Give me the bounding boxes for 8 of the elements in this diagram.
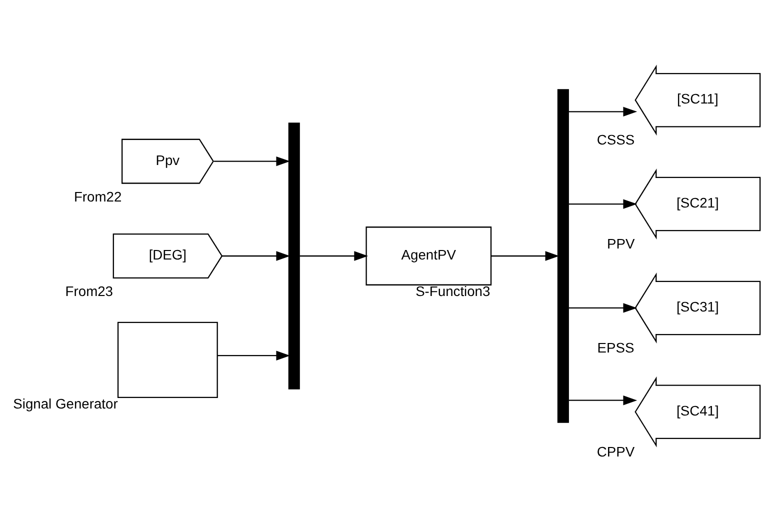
node-label: CSSS — [596, 131, 635, 148]
node-label: From23 — [65, 282, 114, 298]
node-label: Signal Generator — [13, 395, 118, 412]
node-label: PPV — [607, 235, 635, 252]
node-label: S-Function3 — [416, 282, 490, 298]
node-label: CPPV — [596, 442, 635, 459]
node-label: From22 — [74, 188, 122, 204]
node-label: EPSS — [597, 339, 634, 356]
